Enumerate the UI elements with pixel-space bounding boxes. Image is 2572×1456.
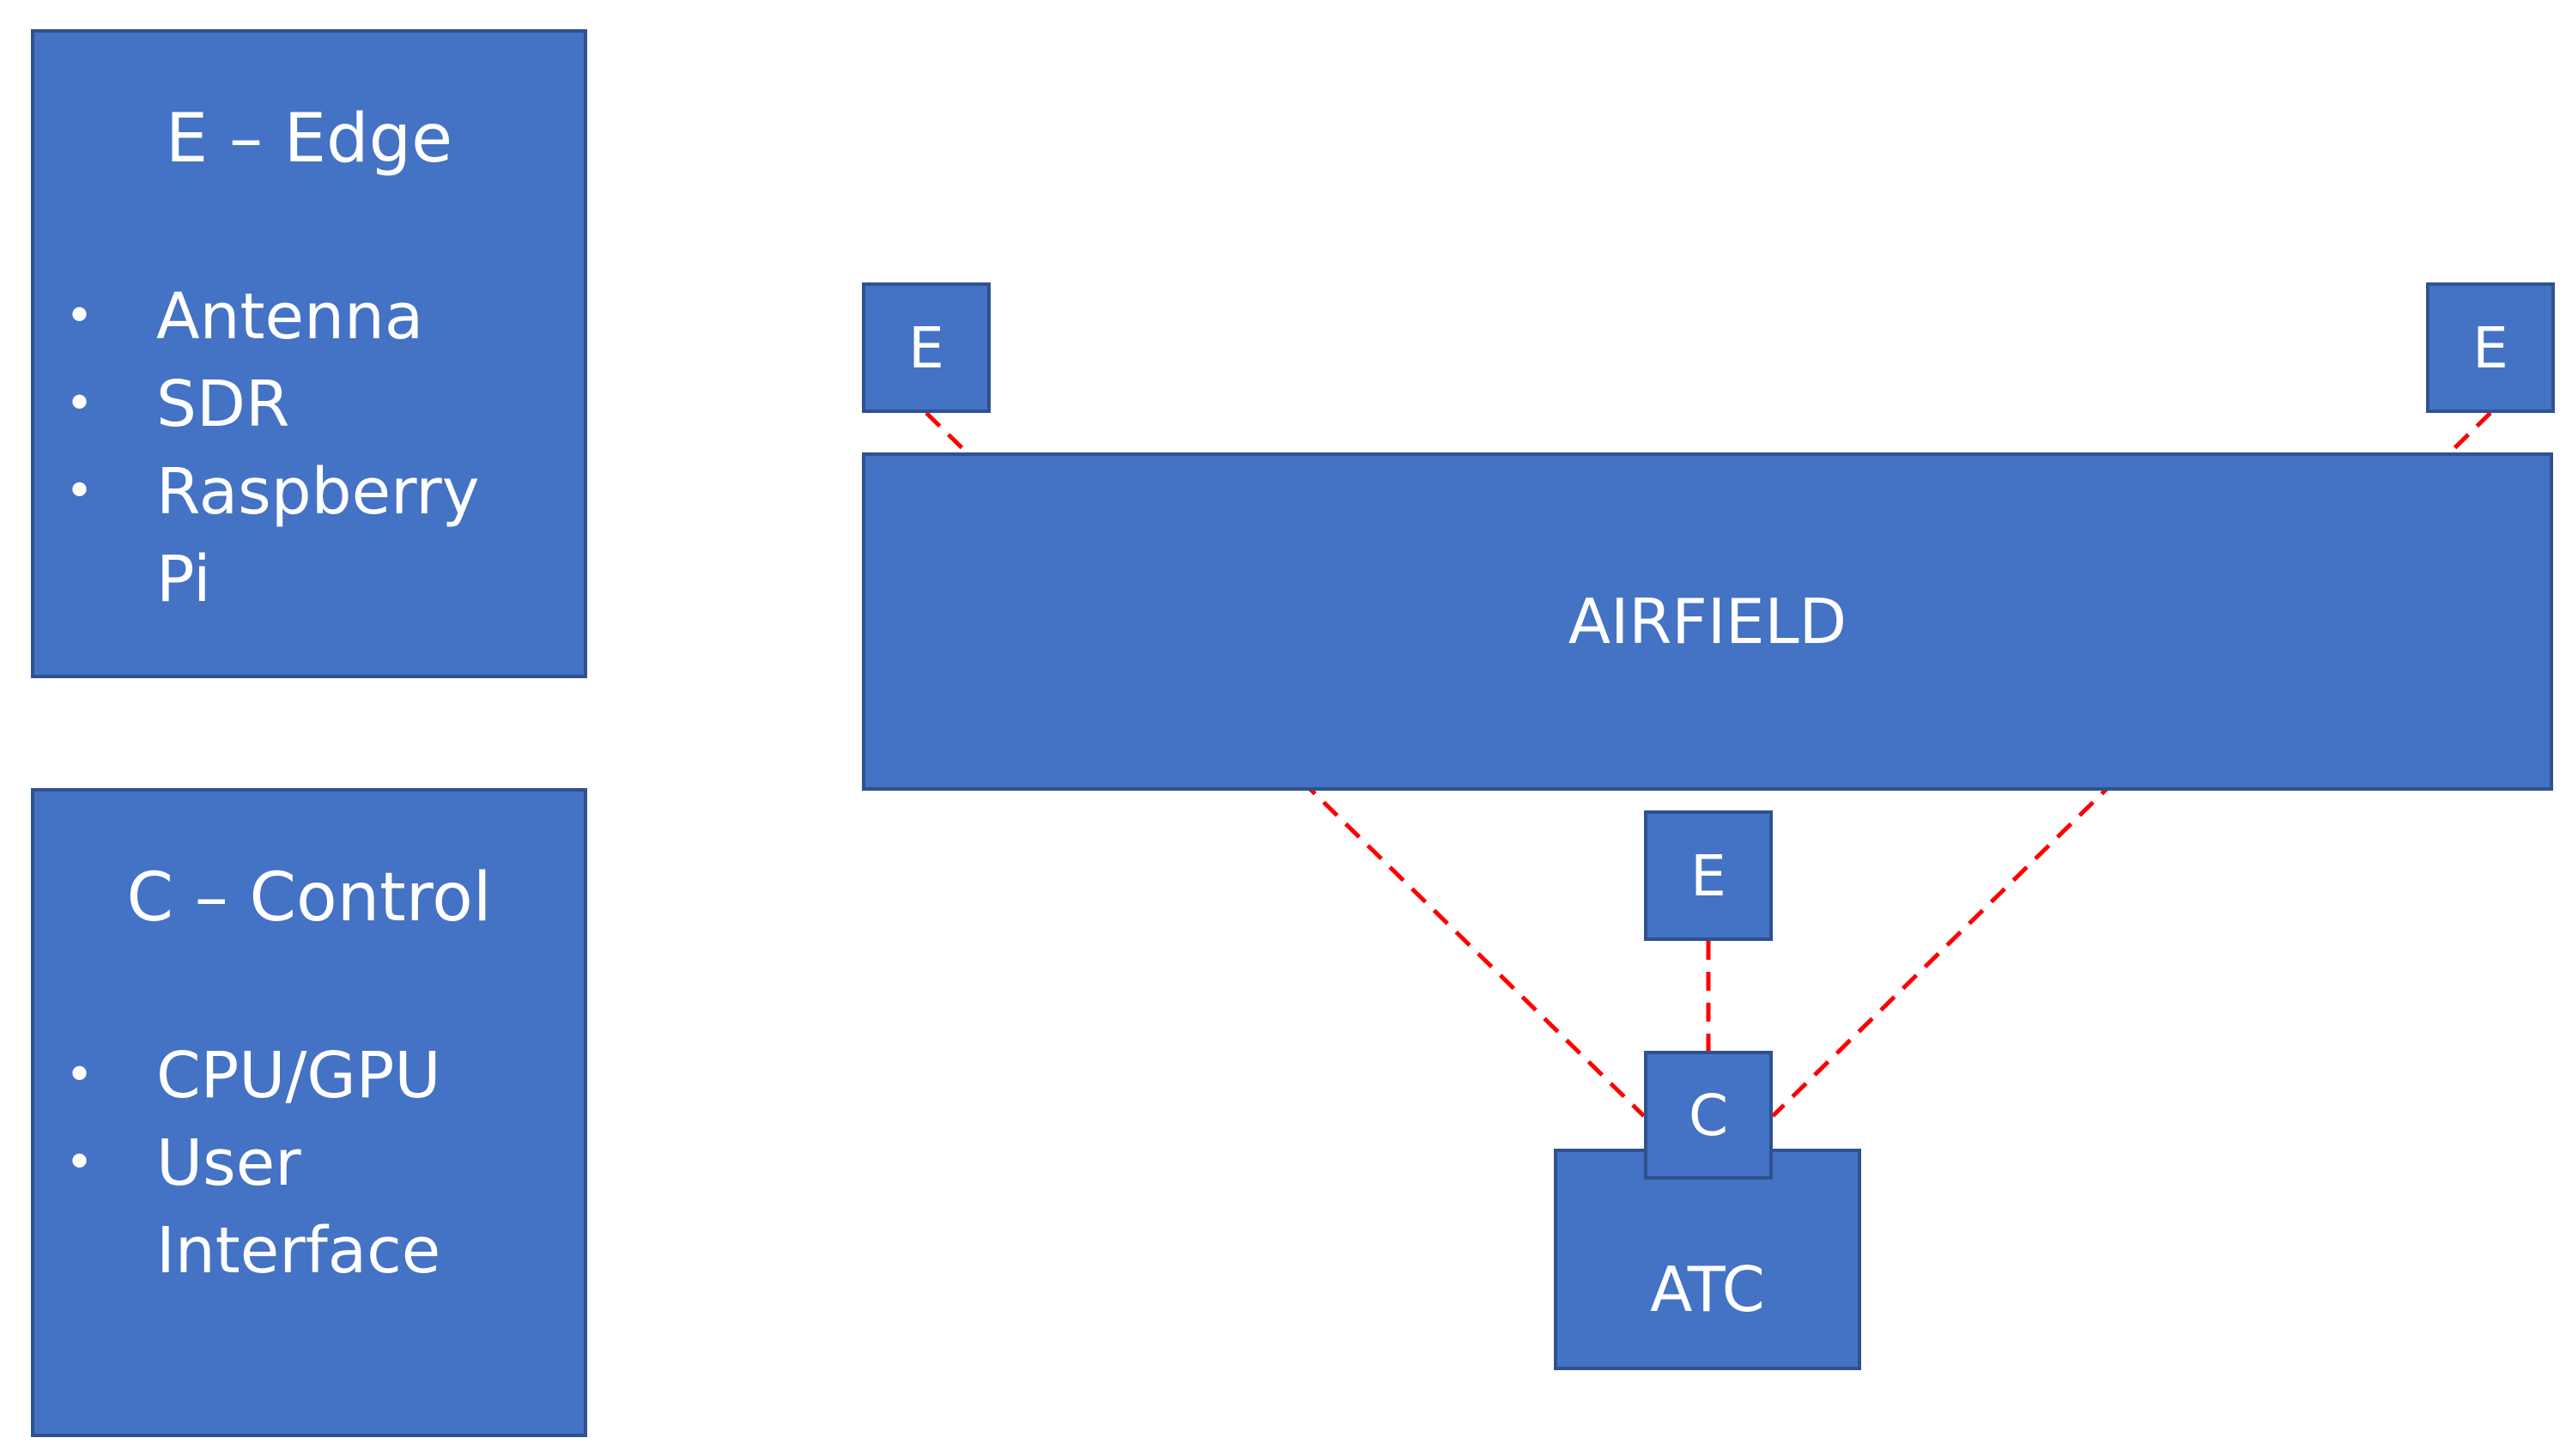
- legend-edge-item-label: Antenna: [156, 280, 424, 354]
- legend-control-item: • User Interface: [34, 1119, 517, 1295]
- edge-node-center: E: [1644, 810, 1773, 941]
- bullet-icon: •: [65, 1135, 94, 1191]
- airfield-label: AIRFIELD: [1568, 585, 1847, 658]
- airfield-box: AIRFIELD: [862, 452, 2553, 791]
- legend-edge-item: • SDR: [34, 361, 517, 448]
- edge-node-label: E: [908, 314, 944, 381]
- legend-control-item-label: CPU/GPU: [156, 1039, 441, 1113]
- legend-edge-list: • Antenna • SDR • Raspberry Pi: [34, 273, 517, 623]
- atc-label: ATC: [1650, 1253, 1765, 1326]
- legend-edge-item-label: Raspberry Pi: [156, 455, 480, 616]
- edge-node-label: E: [1690, 842, 1726, 909]
- legend-edge-box: E – Edge • Antenna • SDR • Raspberry Pi: [31, 29, 587, 678]
- bullet-icon: •: [65, 288, 94, 344]
- legend-edge-title: E – Edge: [165, 100, 453, 178]
- control-node-label: C: [1688, 1082, 1729, 1149]
- edge-node-right: E: [2426, 282, 2555, 413]
- atc-box: ATC: [1554, 1149, 1861, 1370]
- legend-edge-item: • Raspberry Pi: [34, 448, 517, 623]
- legend-control-list: • CPU/GPU • User Interface: [34, 1032, 517, 1295]
- edge-node-label: E: [2472, 314, 2508, 381]
- legend-control-item-label: User Interface: [156, 1126, 441, 1288]
- bullet-icon: •: [65, 376, 94, 432]
- legend-edge-item: • Antenna: [34, 273, 517, 361]
- edge-node-left: E: [862, 282, 991, 413]
- legend-control-title: C – Control: [126, 859, 492, 937]
- bullet-icon: •: [65, 1047, 94, 1103]
- legend-control-box: C – Control • CPU/GPU • User Interface: [31, 788, 587, 1437]
- legend-control-item: • CPU/GPU: [34, 1032, 517, 1119]
- bullet-icon: •: [65, 464, 94, 519]
- legend-edge-item-label: SDR: [156, 367, 290, 441]
- control-node: C: [1644, 1051, 1773, 1180]
